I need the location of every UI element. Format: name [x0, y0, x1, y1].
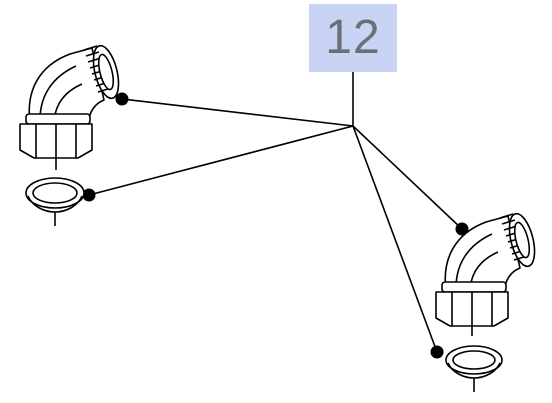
callout-box: 12 [309, 4, 397, 72]
leader-line-to-right-seal [352, 125, 438, 353]
leader-dots [82, 92, 469, 359]
elbow-fitting-icon [19, 44, 120, 170]
callout-number: 12 [325, 11, 381, 64]
sealing-ring-icon [25, 177, 85, 226]
leader-line-to-left-seal [88, 125, 354, 196]
leader-dot-top-left-fitting [115, 92, 129, 106]
sealing-ring-icon [445, 345, 503, 392]
leader-dot-right-fitting [455, 222, 469, 236]
callout-box-background [309, 4, 397, 72]
leader-line-to-right-fitting [352, 125, 463, 230]
leader-line-to-top-left-fitting [121, 98, 354, 127]
leader-dot-right-seal [430, 345, 444, 359]
leader-lines [88, 72, 463, 353]
elbow-fitting-icon [435, 212, 536, 336]
leader-dot-left-seal [82, 188, 96, 202]
